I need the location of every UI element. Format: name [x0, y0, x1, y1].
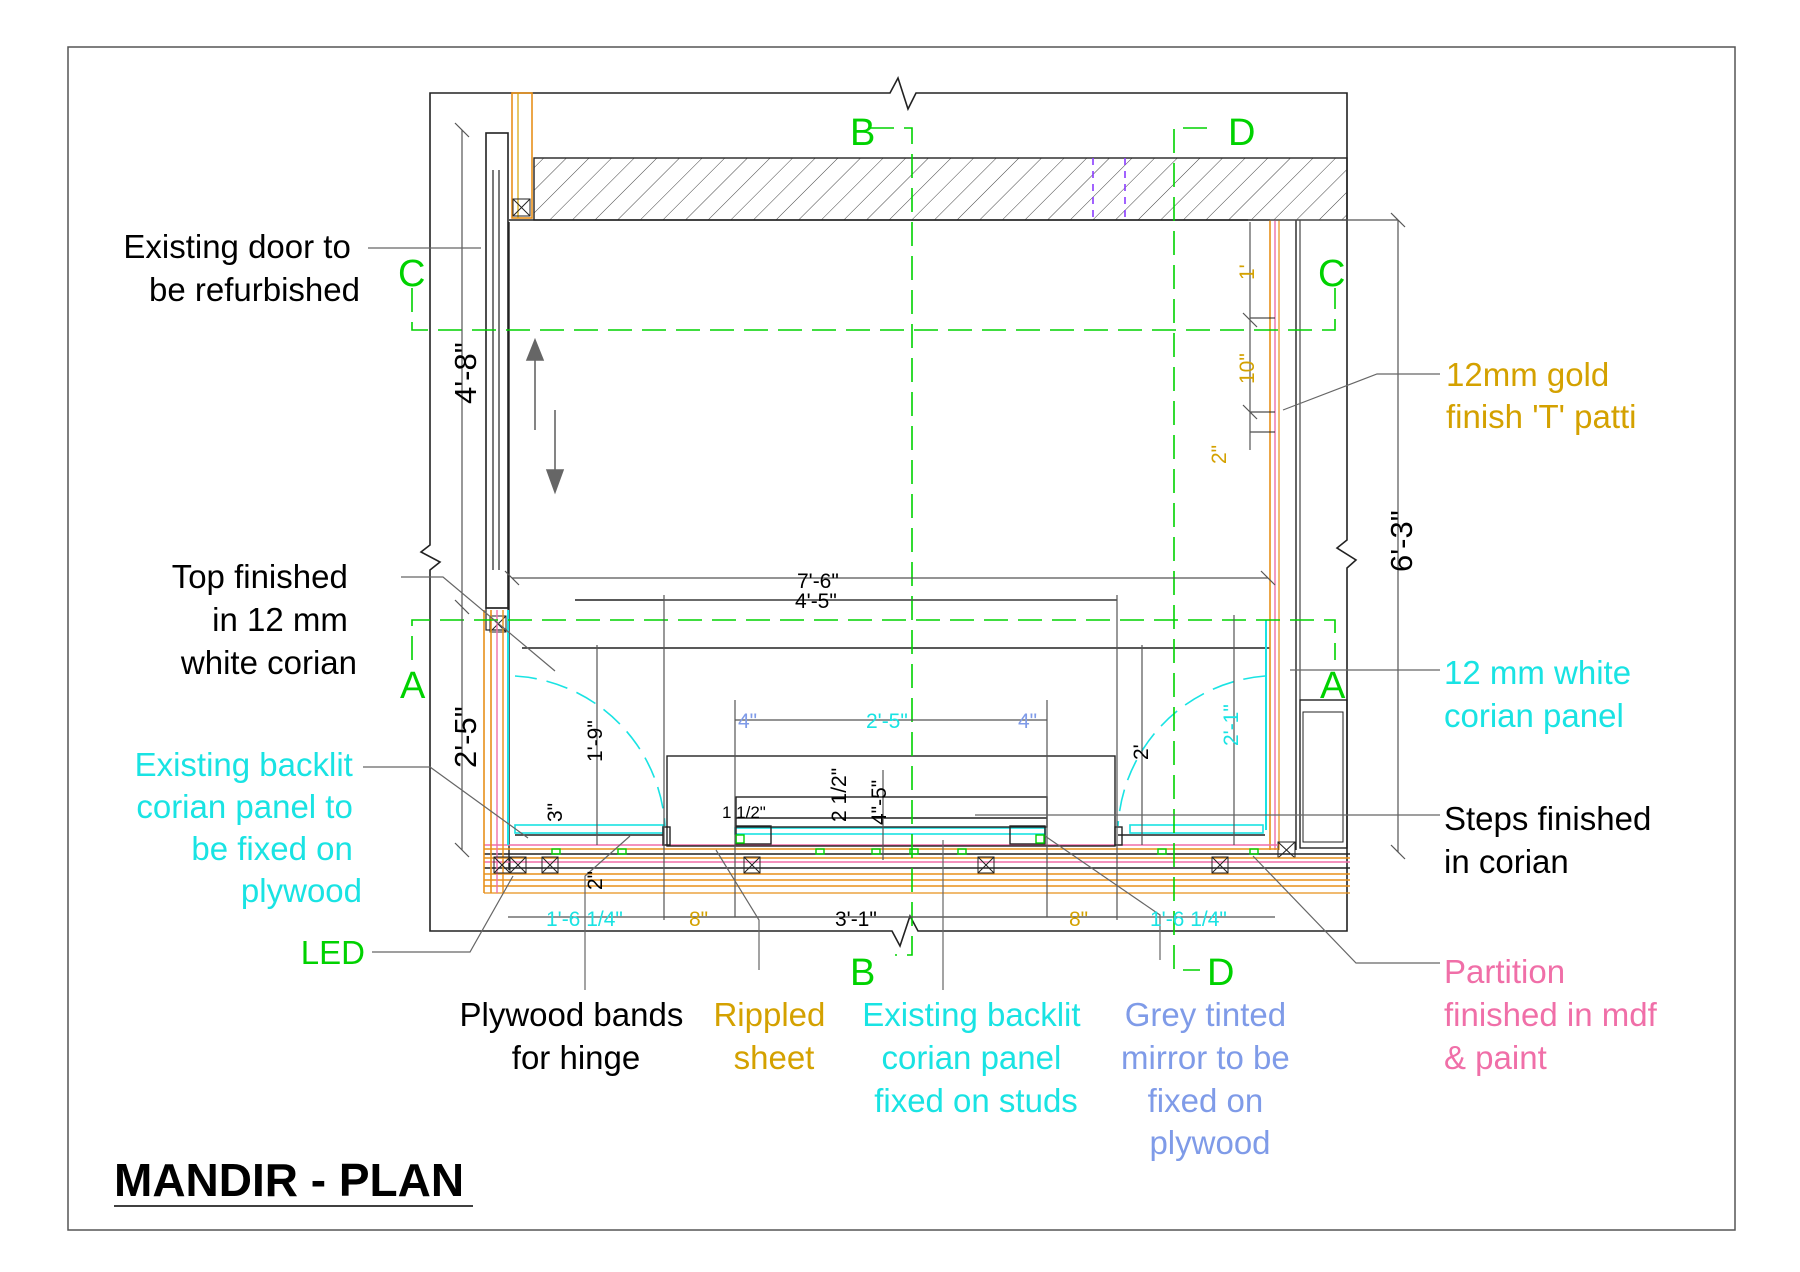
note-t-patti: 12mm gold finish 'T' patti [1446, 356, 1637, 435]
section-marker-a-right: A [1320, 665, 1346, 707]
dim-right-2-1: 2'-1" [1220, 704, 1243, 746]
note-mirror: Grey tinted mirror to be fixed on plywoo… [1121, 996, 1299, 1161]
section-marker-d-bottom: D [1207, 952, 1234, 994]
sheet-border [67, 46, 1736, 1231]
dim-right-2: 2" [1208, 445, 1231, 464]
dim-bottom-8-right: 8" [1069, 908, 1088, 931]
note-plywood-bands: Plywood bands for hinge [460, 996, 693, 1076]
dim-left-1-9: 1'-9" [584, 720, 607, 762]
wall-outline [419, 75, 1358, 949]
annotations: Existing door to be refurbished Top fini… [123, 228, 1666, 1161]
section-lines [411, 127, 1336, 971]
dim-lower-left: 2'-5" [448, 706, 483, 768]
section-marker-c-right: C [1318, 253, 1345, 295]
dim-right-total: 6'-3" [1384, 510, 1419, 572]
dim-bottom-left: 1'-6 1/4" [546, 908, 623, 931]
section-marker-b-bottom: B [850, 952, 875, 994]
section-marker-d-top: D [1228, 112, 1255, 154]
dimension-texts: 4'-8" 2'-5" 6'-3" 7'-6" 4'-5" 1' 10" 2" … [448, 264, 1419, 931]
dim-right-10: 10" [1236, 353, 1259, 384]
dim-step-2-half: 2 1/2" [828, 768, 851, 822]
right-partition [1250, 220, 1348, 859]
note-top-finished: Top finished in 12 mm white corian [172, 558, 357, 681]
dim-overall-width: 7'-6" [797, 570, 839, 593]
dim-top-4-right: 4" [1018, 710, 1037, 733]
note-backlit-left: Existing backlit corian panel to be fixe… [135, 746, 362, 909]
note-door: Existing door to be refurbished [123, 228, 360, 308]
drawing-title: MANDIR - PLAN [114, 1154, 464, 1206]
dim-right-1: 1' [1236, 264, 1259, 280]
note-partition: Partition finished in mdf & paint [1444, 953, 1666, 1076]
note-corian-panel: 12 mm white corian panel [1444, 654, 1640, 734]
dim-bottom-center: 3'-1" [835, 908, 877, 931]
dim-step-1-half: 1 1/2" [722, 803, 766, 822]
section-marker-b-top: B [850, 112, 875, 154]
dim-inner-width: 4'-5" [795, 590, 837, 613]
dimension-lines [454, 122, 1406, 920]
dim-left-3: 3" [544, 803, 567, 822]
dim-bottom-8-left: 8" [689, 908, 708, 931]
note-rippled-sheet: Rippled sheet [713, 996, 834, 1076]
note-led: LED [301, 934, 365, 971]
dim-shutter-2: 2' [1130, 744, 1153, 760]
dim-bottom-right: 1'-6 1/4" [1150, 908, 1227, 931]
dim-left-2: 2" [584, 871, 607, 890]
led-markers [551, 834, 1259, 855]
room-lines [509, 219, 1270, 649]
leader-lines [363, 247, 1440, 990]
stud-boxes [493, 856, 1229, 874]
note-backlit-bottom: Existing backlit corian panel fixed on s… [862, 996, 1089, 1119]
purple-dashed-lines [1092, 158, 1126, 220]
dim-step-4-5: 4"-5" [868, 780, 891, 825]
section-marker-c-left: C [398, 253, 425, 295]
section-marker-a-left: A [400, 665, 426, 707]
note-steps: Steps finished in corian [1444, 800, 1660, 880]
section-markers: B D C C A A B D [398, 112, 1346, 994]
dim-top-2-5: 2'-5" [866, 710, 908, 733]
dim-door-height: 4'-8" [448, 342, 483, 404]
door-arrows [525, 337, 565, 495]
dim-top-4-left: 4" [738, 710, 757, 733]
hatched-wall [533, 157, 1348, 221]
